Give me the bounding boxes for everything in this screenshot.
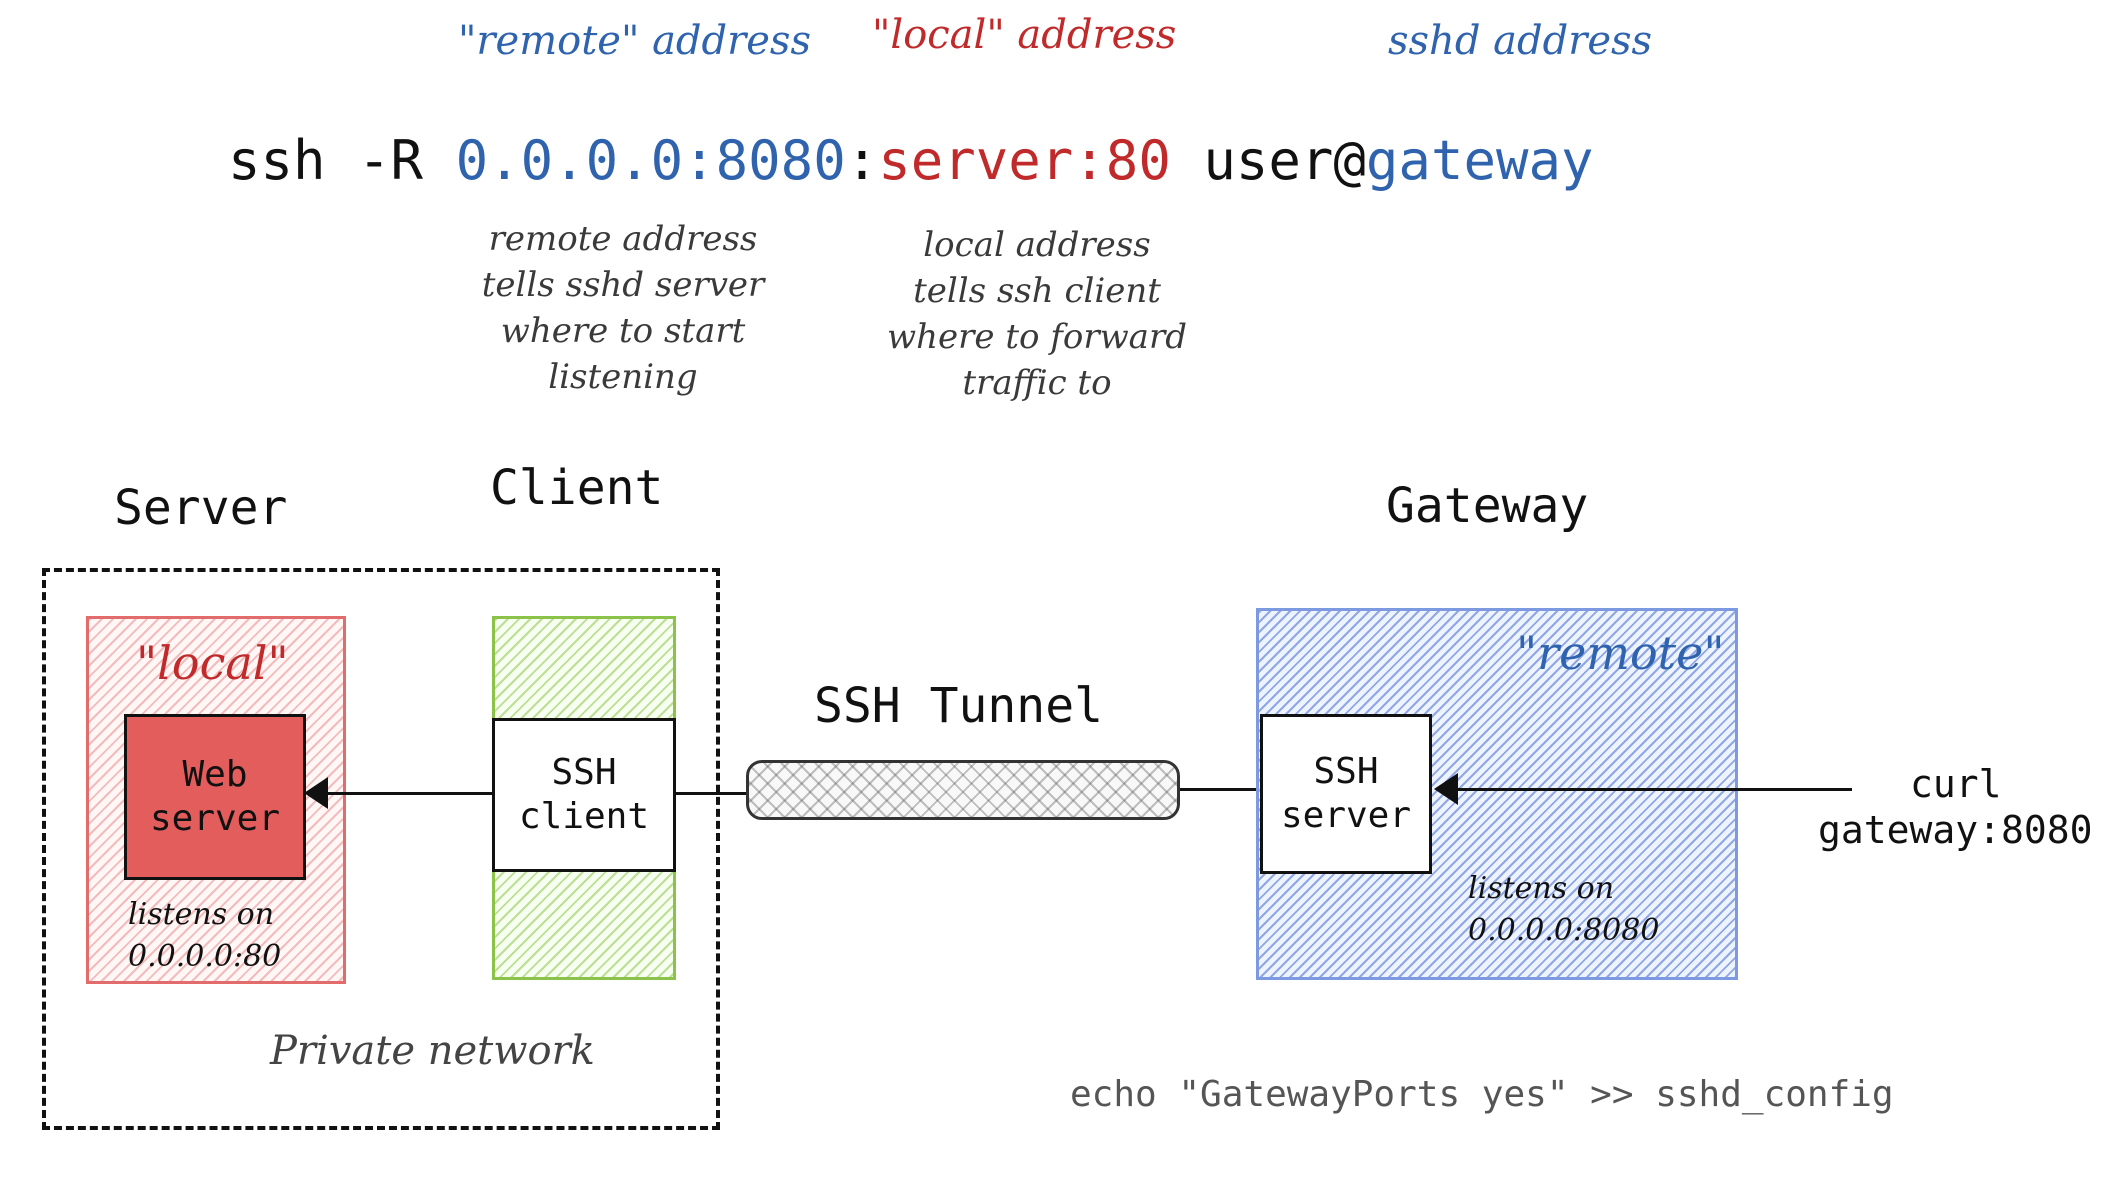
ssh-tunnel bbox=[746, 760, 1180, 820]
command-local: server:80 bbox=[878, 129, 1171, 192]
command-user: user@ bbox=[1170, 129, 1366, 192]
web-server-box: Web server bbox=[124, 714, 306, 880]
command-gateway: gateway bbox=[1365, 129, 1594, 192]
local-address-label: "local" address bbox=[872, 12, 1177, 58]
web-server-listens: listens on 0.0.0.0:80 bbox=[128, 897, 282, 974]
client-to-tunnel-line bbox=[676, 792, 748, 795]
curl-to-gateway-arrowhead-icon bbox=[1434, 773, 1458, 805]
ssh-client-box: SSH client bbox=[492, 718, 676, 872]
private-network-label: Private network bbox=[270, 1028, 595, 1074]
remote-zone-label: "remote" bbox=[1516, 626, 1725, 680]
remote-address-label: "remote" address bbox=[458, 18, 811, 64]
ssh-server-box: SSH server bbox=[1260, 714, 1432, 874]
ssh-tunnel-label: SSH Tunnel bbox=[814, 678, 1103, 734]
sshd-config-command: echo "GatewayPorts yes" >> sshd_config bbox=[1070, 1074, 1894, 1115]
tunnel-to-gateway-line bbox=[1180, 788, 1256, 791]
private-network-box bbox=[42, 568, 720, 1130]
curl-line-1: curl bbox=[1910, 762, 2002, 806]
local-zone-label: "local" bbox=[136, 636, 289, 690]
remote-note: remote address tells sshd server where t… bbox=[481, 219, 765, 397]
client-title: Client bbox=[490, 460, 664, 516]
ssh-client-label: SSH client bbox=[518, 752, 650, 837]
ssh-server-label: SSH server bbox=[1280, 751, 1412, 836]
client-to-web-line bbox=[308, 792, 492, 795]
ssh-server-listens: listens on 0.0.0.0:8080 bbox=[1468, 871, 1660, 948]
command-prefix: ssh -R bbox=[228, 129, 456, 192]
command-separator: : bbox=[845, 129, 879, 192]
ssh-command: ssh -R 0.0.0.0:8080:server:80 user@gatew… bbox=[228, 126, 1594, 196]
sshd-address-label: sshd address bbox=[1388, 18, 1653, 64]
client-to-web-arrowhead-icon bbox=[304, 777, 328, 809]
local-zone bbox=[86, 616, 346, 984]
web-server-label: Web server bbox=[149, 754, 281, 839]
curl-to-gateway-line bbox=[1440, 788, 1852, 791]
gateway-title: Gateway bbox=[1386, 478, 1589, 534]
command-remote: 0.0.0.0:8080 bbox=[455, 129, 846, 192]
server-title: Server bbox=[114, 480, 288, 536]
local-note: local address tells ssh client where to … bbox=[887, 225, 1187, 403]
curl-line-2: gateway:8080 bbox=[1818, 808, 2093, 852]
